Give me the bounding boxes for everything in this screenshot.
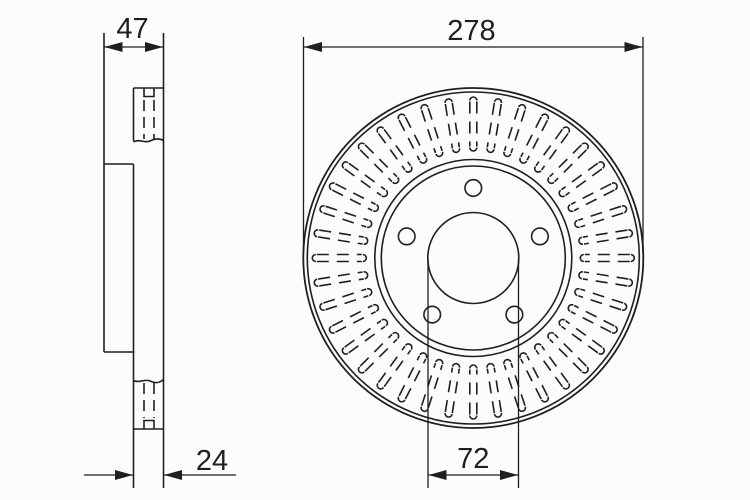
vent-slot bbox=[341, 318, 389, 355]
dimension-278: 278 bbox=[302, 15, 644, 253]
dim-24-arrow-left bbox=[115, 470, 133, 480]
dim-278-arrow-right bbox=[624, 42, 643, 52]
break-line-top bbox=[133, 138, 164, 143]
bolt-hole bbox=[505, 305, 524, 324]
dimension-24-label: 24 bbox=[196, 445, 228, 477]
vent-slot bbox=[376, 343, 413, 390]
dimension-72-label: 72 bbox=[457, 443, 489, 475]
vent-slot bbox=[313, 271, 369, 287]
hub-outer-circle bbox=[373, 158, 573, 358]
vent-slot bbox=[420, 358, 444, 413]
vent-slot bbox=[486, 98, 503, 154]
vent-slot bbox=[420, 103, 444, 158]
dimension-47: 47 bbox=[104, 13, 164, 52]
dim-72-arrow-left bbox=[428, 470, 447, 480]
break-line-bottom bbox=[133, 378, 165, 384]
vent-slot bbox=[567, 303, 618, 334]
vent-slot bbox=[311, 253, 368, 263]
vent-slot bbox=[357, 142, 400, 185]
dimension-24: 24 bbox=[84, 445, 236, 480]
bolt-holes bbox=[397, 178, 550, 324]
vent-slot bbox=[574, 287, 628, 311]
vent-slot bbox=[574, 205, 628, 229]
vent-section-top bbox=[133, 88, 164, 143]
cross-section-view bbox=[103, 33, 165, 488]
center-bore-circle bbox=[426, 211, 520, 305]
hub-inner-circle bbox=[380, 165, 567, 351]
vent-slot bbox=[558, 318, 605, 355]
vent-slot bbox=[328, 303, 380, 334]
vent-slot bbox=[519, 113, 550, 164]
vent-slot bbox=[468, 96, 478, 152]
front-view bbox=[302, 87, 645, 429]
vent-slot bbox=[567, 182, 618, 213]
vent-slot bbox=[547, 142, 589, 185]
vent-slot bbox=[328, 182, 380, 213]
vent-section-bottom bbox=[133, 378, 165, 429]
vent-slot bbox=[444, 362, 461, 418]
bolt-hole bbox=[530, 227, 550, 246]
vent-slot bbox=[533, 126, 571, 173]
dimension-47-label: 47 bbox=[116, 13, 148, 45]
vent-slot bbox=[468, 364, 478, 420]
vent-slot bbox=[519, 352, 550, 403]
dimension-278-label: 278 bbox=[447, 15, 495, 47]
dim-72-arrow-right bbox=[500, 470, 518, 480]
vent-vane-hidden-lines-bottom bbox=[143, 383, 155, 418]
dim-47-arrow-right bbox=[145, 42, 163, 52]
dim-24-arrow-right bbox=[164, 470, 182, 480]
vent-slot bbox=[341, 161, 389, 198]
vent-slot bbox=[397, 352, 428, 403]
vent-slot bbox=[578, 229, 634, 245]
vent-slot bbox=[319, 287, 373, 311]
vent-slot bbox=[357, 331, 400, 374]
disc-outer-chamfer-circle bbox=[306, 91, 641, 425]
dimension-72: 72 bbox=[427, 258, 520, 488]
vent-slot bbox=[376, 126, 413, 173]
vent-slots bbox=[311, 96, 636, 420]
vent-slot bbox=[503, 103, 527, 158]
dim-47-arrow-left bbox=[104, 42, 123, 52]
dim-278-arrow-left bbox=[304, 42, 322, 52]
vent-slot bbox=[486, 362, 503, 418]
vent-notch-bottom bbox=[143, 419, 155, 429]
bolt-hole bbox=[423, 305, 442, 324]
vent-slot bbox=[533, 343, 571, 390]
disc-outer-circle bbox=[302, 87, 645, 429]
bolt-hole bbox=[397, 227, 416, 246]
vent-slot bbox=[444, 98, 461, 154]
vent-slot bbox=[558, 161, 605, 198]
vent-slot bbox=[503, 358, 527, 413]
vent-slot bbox=[397, 113, 428, 164]
vent-notch-top bbox=[143, 88, 155, 98]
vent-slot bbox=[319, 205, 373, 229]
bolt-hole bbox=[464, 178, 483, 198]
vent-slot bbox=[313, 229, 369, 245]
vent-slot bbox=[579, 253, 636, 263]
vent-slot bbox=[547, 331, 589, 374]
vent-slot bbox=[578, 271, 634, 287]
vent-vane-hidden-lines-top bbox=[143, 100, 155, 139]
